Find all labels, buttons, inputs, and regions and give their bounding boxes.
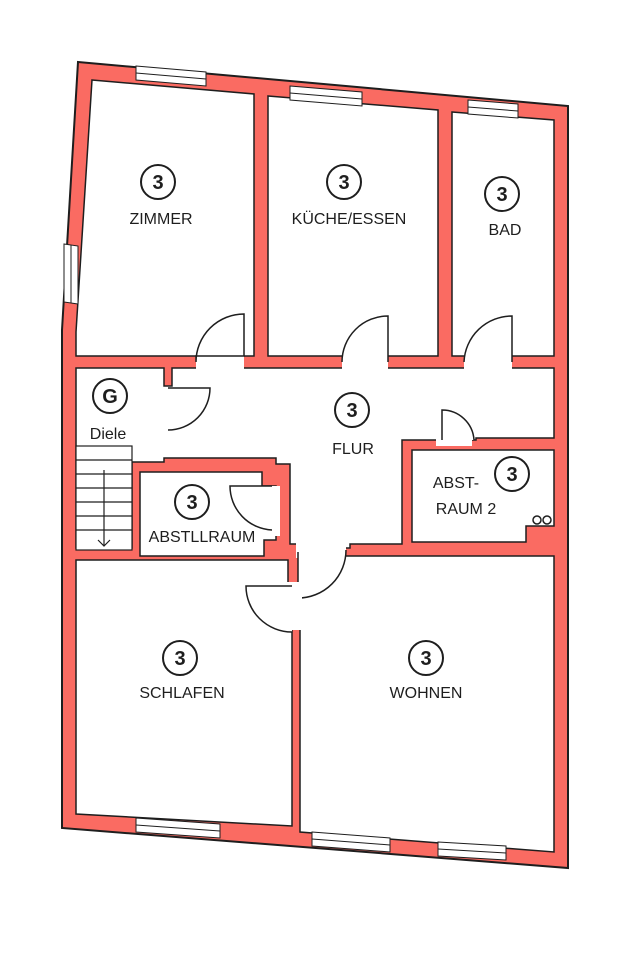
badge-flur: [334, 392, 370, 428]
badge-kueche-text: 3: [338, 172, 349, 194]
badge-zimmer: [140, 164, 176, 200]
door-diele: [167, 387, 211, 431]
stair-arrow-head: [97, 539, 111, 547]
label-diele: Diele: [90, 426, 127, 443]
room-zimmer: [75, 79, 255, 357]
label-schlafen: SCHLAFEN: [139, 685, 224, 702]
socket-icon: [532, 515, 542, 525]
room-wohnen: [299, 555, 555, 853]
sockets: [532, 515, 552, 525]
badge-abstellraum: [174, 484, 210, 520]
badge-zimmer-text: 3: [152, 172, 163, 194]
windows: [63, 65, 519, 861]
badge-kueche: [326, 164, 362, 200]
label-zimmer: ZIMMER: [129, 211, 192, 228]
door-abstraum2: [441, 409, 475, 441]
door-bad: [463, 315, 513, 363]
badge-bad: [484, 176, 520, 212]
door-schlafen: [245, 585, 293, 633]
badge-diele: [92, 378, 128, 414]
door-wohnen: [297, 549, 347, 599]
badge-schlafen: [162, 640, 198, 676]
badges: [92, 164, 530, 676]
label-bad: BAD: [489, 222, 522, 239]
label-flur: FLUR: [332, 441, 374, 458]
label-kueche: KÜCHE/ESSEN: [292, 210, 407, 228]
room-kueche: [267, 95, 439, 357]
badge-abstraum2: [494, 456, 530, 492]
doors: [160, 313, 513, 633]
badge-bad-text: 3: [496, 184, 507, 206]
badge-abstellraum-text: 3: [186, 492, 197, 514]
badge-diele-text: G: [102, 386, 118, 408]
label-abstellraum: ABSTLLRAUM: [149, 529, 256, 546]
label-wohnen: WOHNEN: [390, 685, 463, 702]
badge-wohnen: [408, 640, 444, 676]
door-zimmer: [195, 313, 245, 363]
badge-wohnen-text: 3: [420, 648, 431, 670]
door-kueche: [341, 315, 389, 363]
door-abstellraum: [229, 485, 273, 531]
badge-flur-text: 3: [346, 400, 357, 422]
badge-schlafen-text: 3: [174, 648, 185, 670]
staircase: [75, 445, 133, 551]
socket-icon: [542, 515, 552, 525]
label-abstraum2-line2: RAUM 2: [436, 501, 497, 518]
label-abstraum2-line1: ABST-: [433, 475, 479, 492]
room-bad: [451, 111, 555, 357]
badge-abstraum2-text: 3: [506, 464, 517, 486]
